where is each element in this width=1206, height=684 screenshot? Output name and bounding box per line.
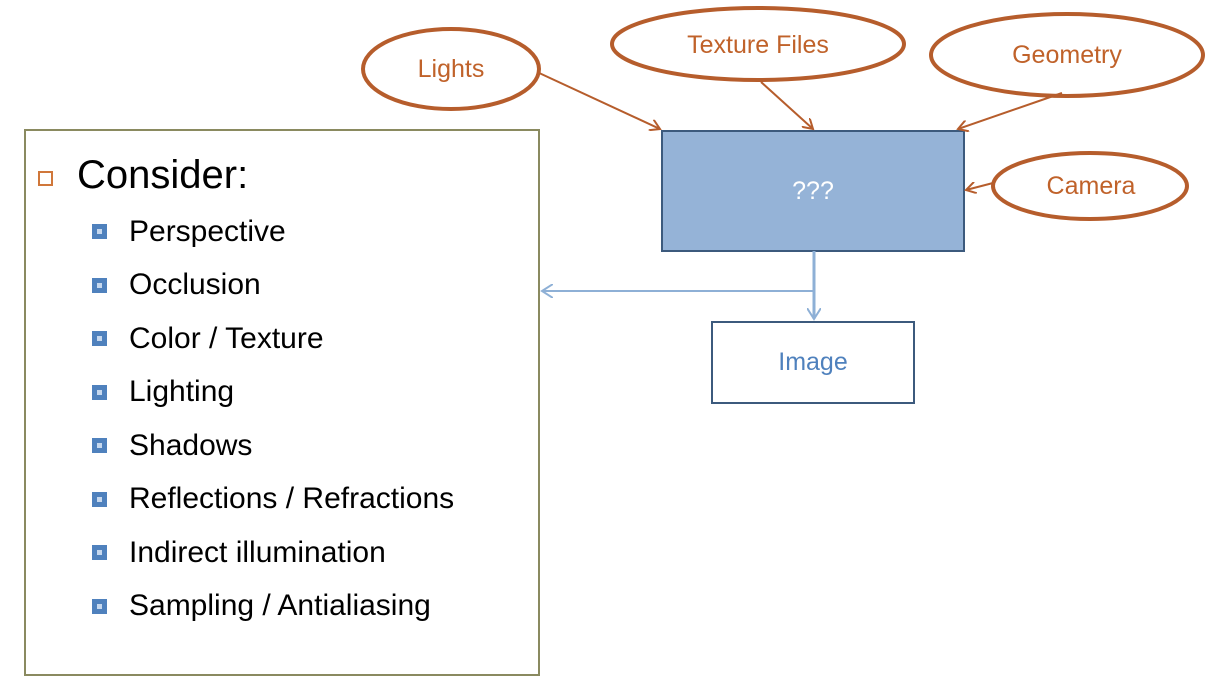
camera-ellipse (991, 151, 1189, 221)
list-item: Indirect illumination (92, 526, 454, 580)
list-item: Perspective (92, 205, 454, 259)
geometry-label: Geometry (1012, 40, 1122, 69)
geometry-arrow (958, 92, 1063, 129)
hollow-square-bullet-icon (38, 170, 53, 186)
process-box-shape (661, 130, 965, 252)
texture-files-arrow (760, 81, 813, 129)
item-label: Shadows (129, 428, 253, 462)
square-bullet-icon (92, 384, 107, 400)
square-bullet-icon (92, 277, 107, 293)
consider-heading: Consider: (38, 150, 248, 200)
image-label: Image (778, 348, 848, 376)
square-bullet-icon (92, 545, 107, 561)
geometry-ellipse (929, 12, 1205, 98)
item-label: Lighting (129, 375, 235, 409)
square-bullet-icon (92, 438, 107, 454)
list-item: Sampling / Antialiasing (92, 580, 454, 634)
consider-panel (24, 129, 540, 676)
item-label: Perspective (129, 214, 286, 248)
process-label: ??? (792, 176, 834, 205)
texture-files-label: Texture Files (687, 30, 829, 59)
item-label: Reflections / Refractions (129, 482, 455, 516)
square-bullet-icon (92, 224, 107, 240)
square-bullet-icon (92, 491, 107, 507)
list-item: Lighting (92, 366, 454, 420)
camera-arrow (966, 183, 994, 190)
square-bullet-icon (92, 331, 107, 347)
item-label: Color / Texture (129, 321, 324, 355)
lights-arrow (536, 71, 660, 129)
list-item: Occlusion (92, 259, 454, 313)
consider-title: Consider: (77, 152, 249, 197)
consider-list: Perspective Occlusion Color / Texture Li… (92, 205, 454, 633)
list-item: Reflections / Refractions (92, 473, 454, 527)
list-item: Shadows (92, 419, 454, 473)
lights-ellipse (361, 27, 541, 111)
square-bullet-icon (92, 598, 107, 614)
item-label: Occlusion (129, 268, 261, 302)
camera-label: Camera (1046, 171, 1136, 200)
item-label: Sampling / Antialiasing (129, 589, 431, 623)
list-item: Color / Texture (92, 312, 454, 366)
lights-label: Lights (417, 54, 485, 83)
texture-files-ellipse (610, 6, 906, 82)
output-box-shape (711, 321, 915, 404)
item-label: Indirect illumination (129, 535, 386, 569)
